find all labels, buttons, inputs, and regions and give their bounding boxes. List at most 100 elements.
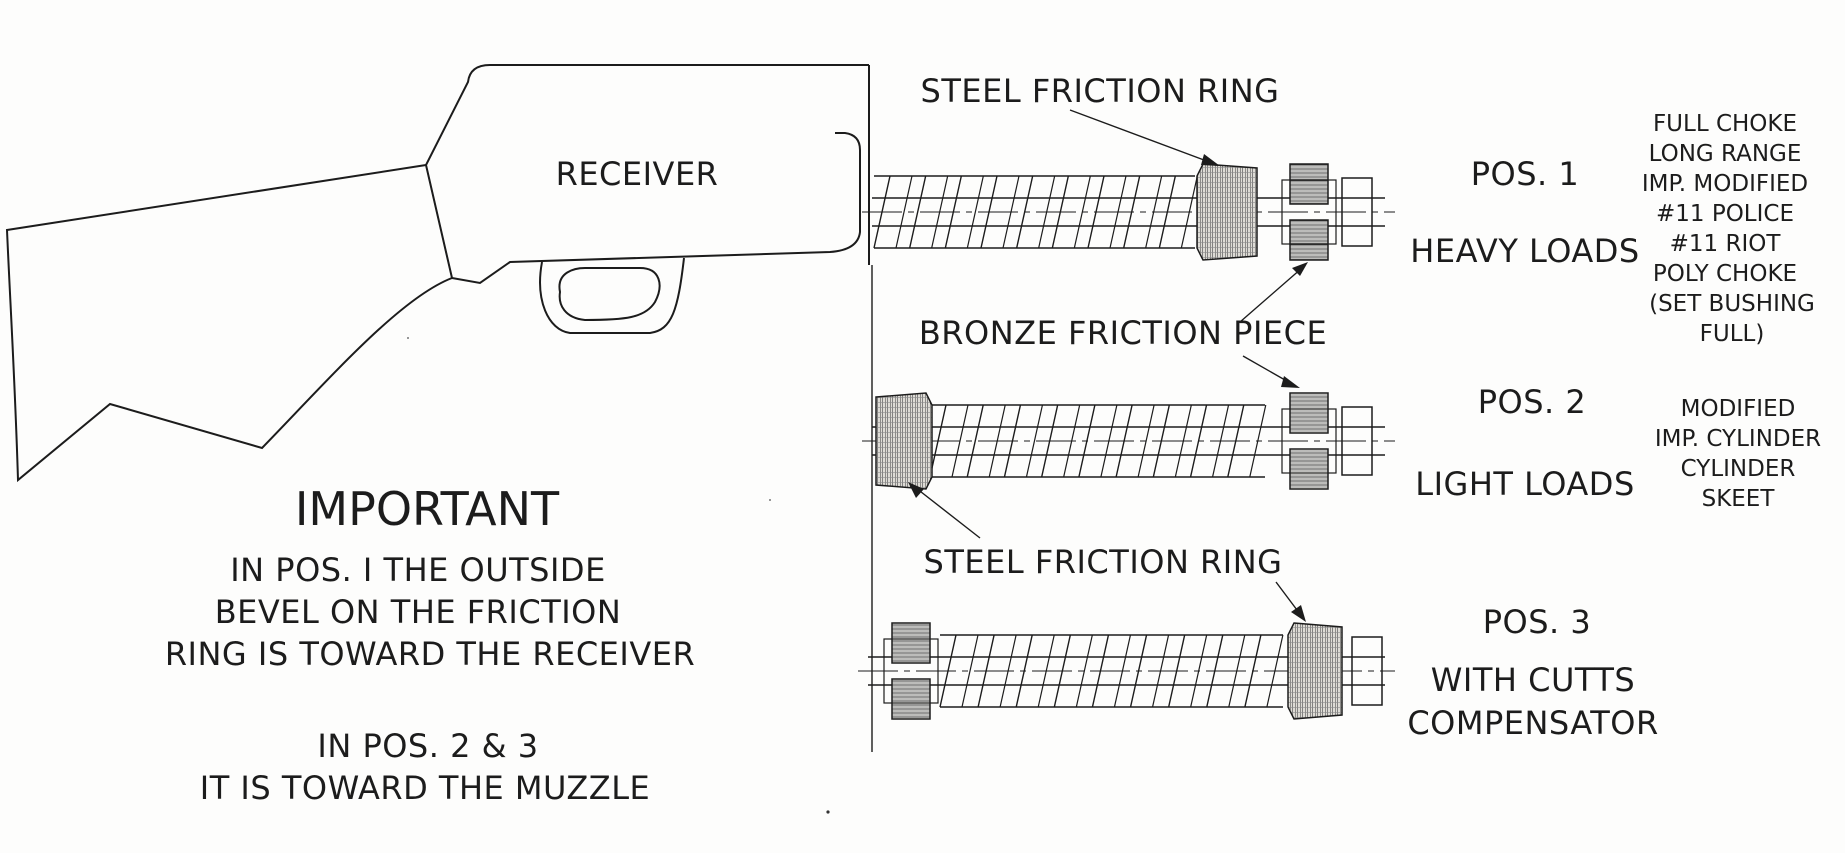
spring-coil xyxy=(980,175,998,249)
bronze-friction-piece-label: BRONZE FRICTION PIECE xyxy=(919,314,1327,352)
steel-ring-leader-middle xyxy=(915,487,981,539)
bronze-collar xyxy=(883,638,939,704)
spring-coil xyxy=(1100,404,1118,478)
spring-coil xyxy=(1087,175,1105,249)
choke-item: CYLINDER xyxy=(1681,456,1796,482)
steel-ring-arrowhead-top xyxy=(1201,154,1220,166)
spring-coil xyxy=(1227,404,1245,478)
spring-coil xyxy=(873,175,891,249)
pos-3-title: POS. 3 xyxy=(1483,603,1592,641)
bronze-friction-piece-lower xyxy=(1289,219,1329,261)
spring-coil xyxy=(1003,404,1022,478)
spring-coil xyxy=(999,634,1017,708)
spring-coil xyxy=(966,175,984,249)
steel-ring-leader-top xyxy=(1069,109,1213,164)
spring-coil xyxy=(1040,404,1059,478)
spring-coil xyxy=(1151,634,1170,708)
pos-3-subtitle-line-1: WITH CUTTS xyxy=(1431,661,1635,699)
important-line: BEVEL ON THE FRICTION xyxy=(215,593,622,631)
important-note: IMPORTANT IN POS. I THE OUTSIDE BEVEL ON… xyxy=(165,482,695,807)
important-line: RING IS TOWARD THE RECEIVER xyxy=(165,635,695,673)
spring-coil xyxy=(1051,175,1070,249)
bronze-friction-piece-lower xyxy=(891,678,931,720)
pos-2-title: POS. 2 xyxy=(1478,383,1587,421)
paper-speck xyxy=(826,810,830,814)
steel-friction-ring xyxy=(1196,163,1258,261)
bronze-friction-piece-upper xyxy=(891,622,931,664)
stock-outline xyxy=(5,164,453,483)
spring-coil xyxy=(939,634,957,708)
choke-item: SKEET xyxy=(1702,486,1776,512)
spring-coil xyxy=(1037,634,1055,708)
spring-coil xyxy=(1115,404,1133,478)
receiver-label: RECEIVER xyxy=(556,155,719,193)
receiver-outline xyxy=(424,64,869,285)
spring-coil xyxy=(1266,634,1284,708)
choke-item: FULL) xyxy=(1700,321,1765,347)
spring-coil xyxy=(1025,404,1044,478)
shotgun-stock-receiver: RECEIVER xyxy=(5,64,870,483)
steel-friction-ring-label-bottom: STEEL FRICTION RING xyxy=(924,543,1283,581)
spring-coil xyxy=(1180,175,1198,249)
spring-coil xyxy=(1002,175,1020,249)
spring-coil xyxy=(1189,404,1208,478)
spring-coil xyxy=(1015,634,1033,708)
spring-coil xyxy=(951,404,969,478)
spring-coil xyxy=(966,404,984,478)
bronze-arrowhead-down xyxy=(1281,376,1300,388)
pos-1-choke-list: FULL CHOKE LONG RANGE IMP. MODIFIED #11 … xyxy=(1642,111,1815,347)
bronze-arrowhead-up xyxy=(1292,262,1308,276)
spring-coil xyxy=(988,404,1006,478)
spring-coil xyxy=(931,175,949,249)
steel-friction-ring-label-top: STEEL FRICTION RING xyxy=(921,72,1280,110)
bronze-friction-piece-lower xyxy=(1289,448,1329,490)
spring-coil xyxy=(1073,175,1091,249)
choke-item: #11 POLICE xyxy=(1656,201,1794,227)
choke-item: IMP. CYLINDER xyxy=(1655,426,1821,452)
tube-end-stub xyxy=(1341,177,1373,247)
pos-2-choke-list: MODIFIED IMP. CYLINDER CYLINDER SKEET xyxy=(1655,396,1821,512)
important-line: IN POS. 2 & 3 xyxy=(317,727,538,765)
spring-coil xyxy=(1109,175,1127,249)
spring-coil xyxy=(1158,175,1177,249)
spring-coil xyxy=(1228,634,1246,708)
spring-assembly-pos-1 xyxy=(862,163,1395,261)
bronze-friction-piece-upper xyxy=(1289,392,1329,434)
spring-coil xyxy=(1249,404,1267,478)
choke-item: #11 RIOT xyxy=(1670,231,1782,257)
important-line: IT IS TOWARD THE MUZZLE xyxy=(200,769,651,807)
spring-coil xyxy=(1053,634,1072,708)
steel-ring-arrowhead-bottom xyxy=(1291,605,1306,622)
spring-coil xyxy=(1078,404,1096,478)
bronze-friction-piece-upper xyxy=(1289,163,1329,205)
steel-friction-ring xyxy=(875,392,933,490)
tube-end-stub xyxy=(1341,406,1373,476)
important-line: IN POS. I THE OUTSIDE xyxy=(230,551,606,589)
spring-coil xyxy=(977,634,995,708)
tube-end-stub xyxy=(1351,636,1383,706)
choke-item: (SET BUSHING xyxy=(1649,291,1815,317)
steel-ring-arrowhead-middle xyxy=(908,482,924,498)
spring-coil xyxy=(1190,634,1208,708)
spring-coil xyxy=(1038,175,1056,249)
choke-item: LONG RANGE xyxy=(1649,141,1802,167)
spring-coil xyxy=(1137,404,1155,478)
paper-speck xyxy=(407,337,409,339)
spring-coil xyxy=(1063,404,1081,478)
spring-coil xyxy=(1145,175,1163,249)
spring-coil xyxy=(1075,634,1093,708)
pos-2-subtitle: LIGHT LOADS xyxy=(1415,465,1635,503)
spring-coil xyxy=(1211,404,1230,478)
bronze-collar xyxy=(1281,408,1337,474)
spring-coil xyxy=(961,634,979,708)
spring-coil xyxy=(895,175,913,249)
spring-coil xyxy=(1015,175,1034,249)
bronze-collar xyxy=(1281,179,1337,245)
pos-1-subtitle: HEAVY LOADS xyxy=(1410,232,1639,270)
spring-assembly-pos-3 xyxy=(858,622,1395,720)
spring-coil xyxy=(1206,634,1224,708)
spring-coil xyxy=(1113,634,1132,708)
spring-coil xyxy=(1129,634,1148,708)
spring-coil xyxy=(1152,404,1171,478)
